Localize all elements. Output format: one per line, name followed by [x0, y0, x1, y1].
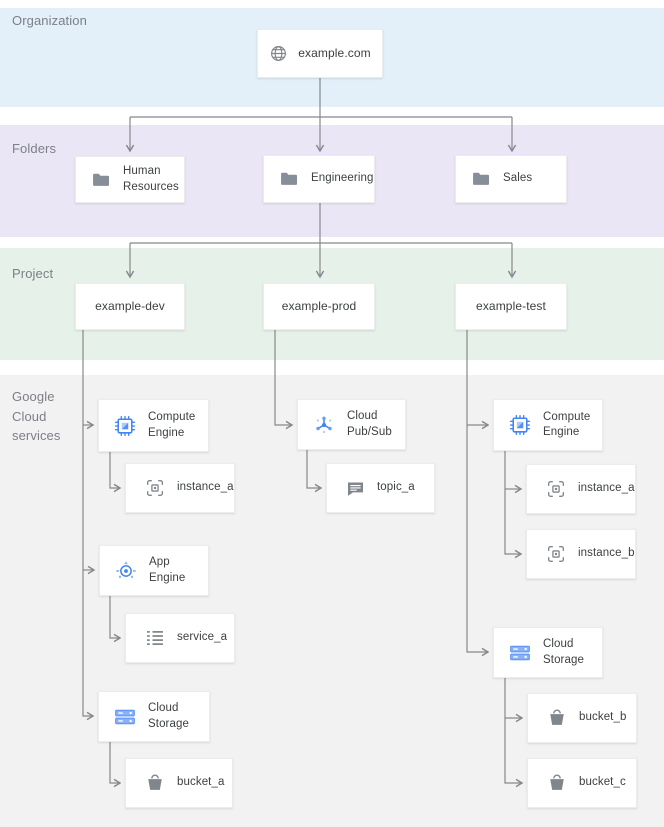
node-dev-service-a: service_a — [125, 613, 235, 663]
node-dev-instance-a: instance_a — [125, 463, 235, 513]
node-label: Compute Engine — [148, 411, 196, 439]
node-dev-app-engine: App Engine — [99, 545, 209, 596]
node-dev-cloud-storage: Cloud Storage — [98, 691, 210, 742]
cloud-storage-icon — [509, 642, 531, 664]
band-label-google-cloud-services: Google Cloud services — [12, 389, 61, 443]
vm-instance-icon — [546, 479, 566, 499]
node-label: example.com — [298, 45, 371, 60]
node-label: Cloud Storage — [543, 638, 584, 666]
folder-icon — [279, 169, 299, 189]
app-engine-icon — [115, 560, 137, 582]
node-example-com: example.com — [257, 29, 383, 78]
compute-engine-icon — [509, 414, 531, 436]
folder-icon — [91, 170, 111, 190]
topic-icon — [346, 479, 365, 498]
node-prod-cloud-pubsub: Cloud Pub/Sub — [297, 399, 406, 450]
node-test-instance-b: instance_b — [526, 529, 636, 579]
node-label: topic_a — [377, 481, 415, 494]
vm-instance-icon — [145, 478, 165, 498]
node-label: Cloud Storage — [148, 702, 189, 730]
node-test-compute-engine: Compute Engine — [493, 399, 603, 451]
node-label: bucket_a — [177, 776, 225, 789]
node-label: service_a — [177, 631, 228, 644]
node-dev-compute-engine: Compute Engine — [98, 399, 209, 452]
bucket-icon — [145, 773, 165, 793]
node-test-cloud-storage: Cloud Storage — [493, 627, 603, 678]
node-project-example-test: example-test — [455, 283, 567, 330]
node-label: Cloud Pub/Sub — [347, 410, 392, 438]
node-test-bucket-c: bucket_c — [527, 758, 637, 808]
node-label: bucket_b — [579, 711, 627, 724]
pubsub-icon — [313, 414, 335, 436]
node-folder-sales: Sales — [455, 155, 567, 203]
node-label: instance_a — [578, 482, 635, 495]
node-test-instance-a: instance_a — [526, 464, 636, 514]
node-label: example-dev — [95, 298, 165, 313]
node-label: Engineering — [311, 172, 374, 185]
node-test-bucket-b: bucket_b — [527, 693, 637, 743]
node-label: instance_a — [177, 481, 234, 494]
globe-icon — [269, 44, 288, 63]
node-folder-engineering: Engineering — [263, 155, 375, 203]
band-label-organization: Organization — [12, 13, 87, 28]
node-label: example-prod — [281, 298, 357, 313]
node-prod-topic-a: topic_a — [326, 463, 435, 513]
node-label: bucket_c — [579, 776, 626, 789]
node-project-example-prod: example-prod — [263, 283, 375, 330]
compute-engine-icon — [114, 415, 136, 437]
bucket-icon — [547, 773, 567, 793]
node-label: Sales — [503, 172, 533, 185]
node-label: Human Resources — [123, 165, 179, 193]
node-label: instance_b — [578, 547, 635, 560]
vm-instance-icon — [546, 544, 566, 564]
band-label-project: Project — [12, 266, 54, 281]
folder-icon — [471, 169, 491, 189]
node-label: example-test — [476, 298, 546, 313]
node-folder-human-resources: Human Resources — [75, 156, 185, 203]
node-project-example-dev: example-dev — [75, 283, 185, 330]
node-label: App Engine — [149, 556, 186, 584]
bucket-icon — [547, 708, 567, 728]
node-label: Compute Engine — [543, 410, 591, 438]
band-label-folders: Folders — [12, 141, 57, 156]
node-dev-bucket-a: bucket_a — [125, 758, 233, 808]
service-list-icon — [145, 628, 165, 648]
cloud-storage-icon — [114, 706, 136, 728]
